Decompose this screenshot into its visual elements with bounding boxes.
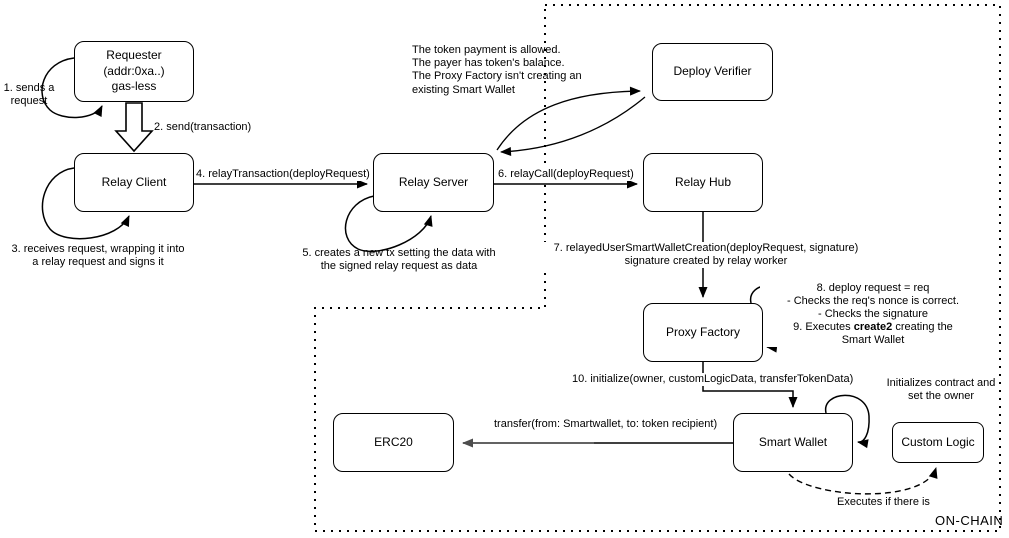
label-step8-9: 8. deploy request = req - Checks the req… — [760, 282, 986, 347]
label-step5: 5. creates a new tx setting the data wit… — [302, 247, 496, 273]
arrow-smart-wallet-loop — [825, 394, 870, 449]
label-onchain: ON-CHAIN — [935, 513, 1004, 528]
step8-line3: - Checks the signature — [817, 307, 929, 320]
node-relay-hub[interactable]: Relay Hub — [643, 153, 763, 212]
node-deploy-verifier[interactable]: Deploy Verifier — [652, 43, 773, 101]
arrow-executes-dashed — [788, 467, 938, 495]
node-relay-server[interactable]: Relay Server — [373, 153, 494, 212]
arrow-to-deploy-verifier — [496, 86, 641, 151]
step9-line2: Smart Wallet — [841, 333, 905, 346]
label-step7: 7. relayedUserSmartWalletCreation(deploy… — [540, 242, 872, 269]
node-custom-logic[interactable]: Custom Logic — [892, 422, 984, 463]
label-step6: 6. relayCall(deployRequest) — [498, 168, 634, 182]
label-verifier-note: The token payment is allowed. The payer … — [412, 44, 582, 96]
node-erc20[interactable]: ERC20 — [333, 413, 454, 472]
node-requester[interactable]: Requester (addr:0xa..) gas-less — [74, 41, 194, 102]
label-step10: 10. initialize(owner, customLogicData, t… — [572, 373, 854, 387]
arrow-from-deploy-verifier — [500, 96, 646, 156]
step8-line2: - Checks the req's nonce is correct. — [786, 294, 960, 307]
step8-line1: 8. deploy request = req — [816, 282, 930, 294]
label-step3: 3. receives request, wrapping it into a … — [11, 243, 185, 269]
label-step1: 1. sends a request — [3, 82, 55, 108]
label-initializes: Initializes contract and set the owner — [886, 377, 996, 403]
onchain-boundary — [314, 4, 1001, 532]
arrow-receives-request-loop — [41, 167, 130, 240]
label-executes: Executes if there is — [837, 496, 930, 508]
step9-line1: 9. Executes create2 creating the — [793, 320, 953, 333]
label-step4: 4. relayTransaction(deployRequest) — [196, 168, 370, 182]
arrow-sends-request-loop — [41, 57, 103, 119]
node-relay-client[interactable]: Relay Client — [74, 153, 194, 212]
label-transfer: transfer(from: Smartwallet, to: token re… — [494, 418, 718, 432]
node-proxy-factory[interactable]: Proxy Factory — [643, 303, 763, 362]
arrow-creates-tx-loop — [344, 195, 433, 253]
label-step2: 2. send(transaction) — [154, 121, 252, 133]
arrow-send-transaction — [114, 102, 154, 153]
node-smart-wallet[interactable]: Smart Wallet — [733, 413, 853, 472]
